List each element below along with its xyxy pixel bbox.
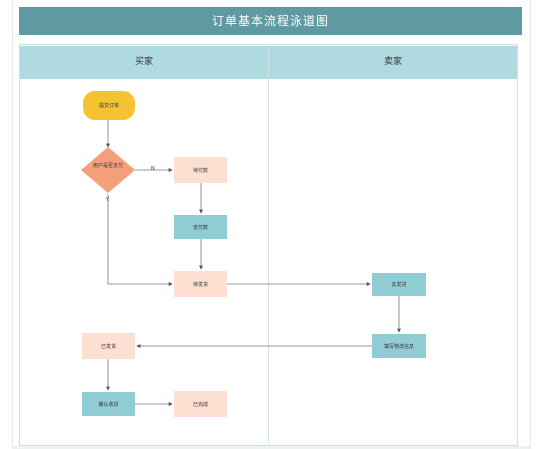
edge-label-yes: Y [106, 197, 110, 203]
edge-label-no: N [151, 166, 155, 172]
lane-header-buyer: 买家 [20, 46, 268, 79]
node-fill-logistics: 填写物流信息 [372, 334, 426, 358]
lane-header-seller: 卖家 [269, 46, 517, 79]
node-pending-pay: 待付款 [174, 157, 227, 183]
node-completed: 已完成 [174, 391, 227, 417]
edge-decision-to-pending-ship [107, 194, 173, 286]
node-go-ship: 去发货 [372, 273, 426, 296]
node-pending-ship: 待发货 [174, 271, 227, 297]
canvas-frame [12, 0, 531, 449]
node-submit-order: 提交订单 [83, 91, 135, 120]
lane-divider [268, 46, 269, 444]
decision-diamond [81, 147, 135, 193]
swimlane-pool [19, 44, 518, 446]
node-go-pay: 去付款 [174, 215, 227, 239]
bottom-scrollbar[interactable] [12, 446, 531, 449]
node-shipped: 已发货 [82, 333, 135, 359]
node-decide-pay: 用户是否支付 [92, 163, 123, 169]
node-confirm-receipt: 确认收货 [82, 392, 135, 416]
diagram-title: 订单基本流程泳道图 [19, 7, 522, 35]
